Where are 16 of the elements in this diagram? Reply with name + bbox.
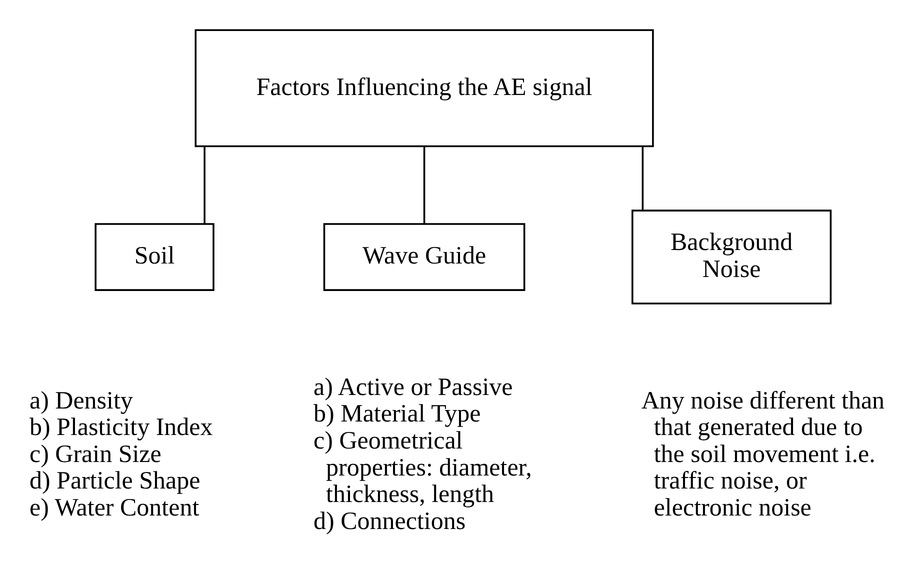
node-label: b) Plasticity Index <box>29 414 213 442</box>
node-label: d) Particle Shape <box>29 468 200 495</box>
node-label: e) Water Content <box>29 494 200 522</box>
connector <box>642 146 644 211</box>
connector <box>204 146 206 224</box>
node-label: b) Material Type <box>314 400 481 428</box>
node-label: a) Active or Passive <box>314 374 513 401</box>
node-label: Any noise different than that generated due to the soil movement i.e. traffic noise, or electronic noise <box>641 387 885 522</box>
node-label: a) Density <box>29 387 133 414</box>
node-box: Wave Guide <box>323 223 526 291</box>
node-box: Factors Influencing the AE signal <box>194 29 654 148</box>
node-label: c) Grain Size <box>29 440 162 468</box>
node-label: d) Connections <box>314 508 466 535</box>
connector <box>423 146 426 224</box>
node-box: Soil <box>94 223 214 291</box>
node-box: Background Noise <box>632 210 832 304</box>
